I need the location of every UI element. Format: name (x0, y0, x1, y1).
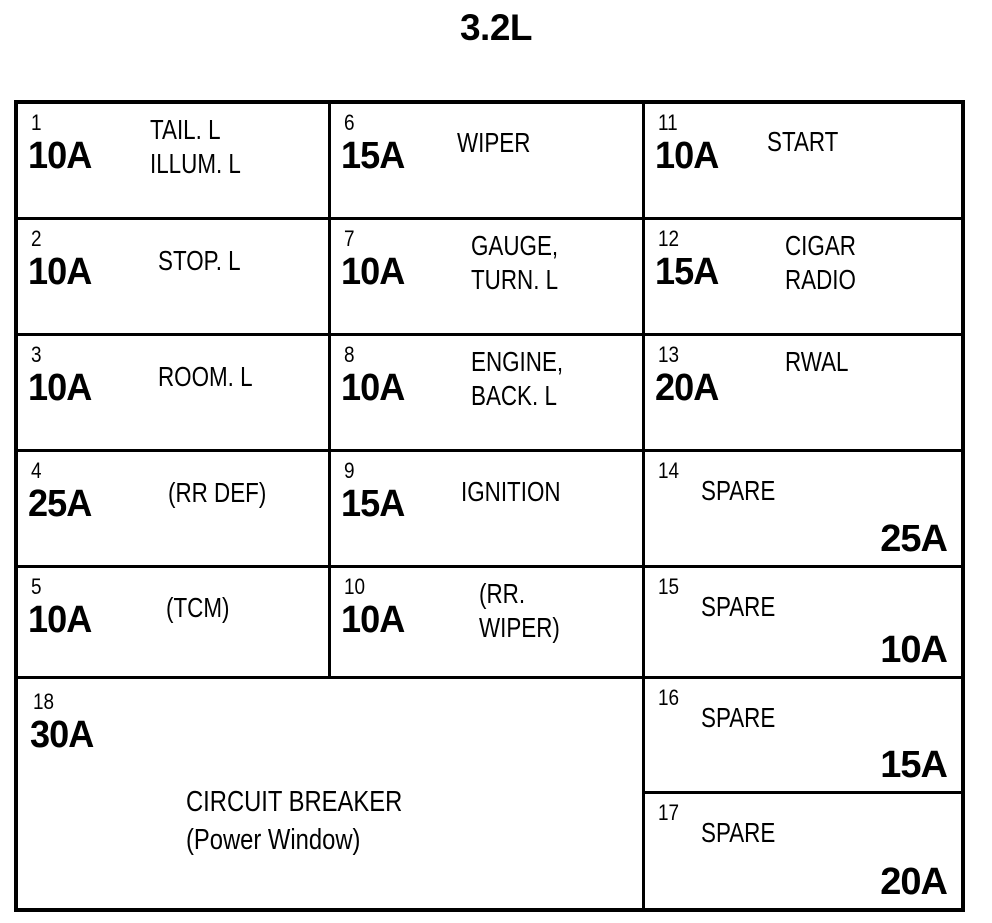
fuse-number: 18 (33, 689, 55, 714)
fuse-box-table: 1 10A TAIL. L ILLUM. L 2 10A STOP. L 3 1… (14, 100, 965, 912)
fuse-description: WIPER (457, 127, 531, 158)
fuse-number: 16 (658, 685, 680, 710)
fuse-description: STOP. L (158, 245, 241, 276)
fuse-number: 2 (31, 226, 42, 251)
fuse-number: 12 (658, 226, 680, 251)
fuse-number: 5 (31, 574, 42, 599)
fuse-number: 7 (344, 226, 355, 251)
circuit-breaker-title: CIRCUIT BREAKER (186, 786, 403, 818)
fuse-number: 14 (658, 458, 680, 483)
fuse-number: 8 (344, 342, 355, 367)
fuse-amperage: 15A (341, 483, 405, 525)
fuse-description: RWAL (785, 346, 849, 377)
fuse-amperage: 15A (880, 744, 948, 786)
fuse-description: (TCM) (166, 592, 230, 623)
fuse-amperage: 10A (28, 251, 92, 293)
fuse-cell-1[interactable]: 1 10A TAIL. L ILLUM. L (18, 104, 331, 220)
fuse-amperage: 10A (28, 367, 92, 409)
fuse-amperage: 25A (880, 518, 948, 560)
fuse-amperage: 10A (341, 367, 405, 409)
fuse-amperage: 25A (28, 483, 92, 525)
fuse-amperage: 20A (655, 367, 719, 409)
fuse-description: (RR DEF) (168, 477, 267, 508)
fuse-cell-12[interactable]: 12 15A CIGAR RADIO (645, 220, 961, 336)
fuse-cell-16[interactable]: 16 SPARE 15A (645, 679, 961, 794)
circuit-breaker-cell[interactable]: 18 30A CIRCUIT BREAKER (Power Window) (18, 679, 645, 908)
spare-label: SPARE (701, 702, 776, 733)
fuse-amperage: 10A (341, 599, 405, 641)
fuse-amperage: 20A (880, 861, 948, 903)
fuse-cell-9[interactable]: 9 15A IGNITION (331, 452, 645, 568)
fuse-number: 15 (658, 574, 680, 599)
fuse-amperage: 10A (655, 135, 719, 177)
spare-label: SPARE (701, 591, 776, 622)
fuse-cell-5[interactable]: 5 10A (TCM) (18, 568, 331, 679)
fuse-amperage: 30A (30, 714, 94, 756)
page-title: 3.2L (459, 7, 533, 48)
fuse-cell-3[interactable]: 3 10A ROOM. L (18, 336, 331, 452)
fuse-number: 3 (31, 342, 42, 367)
fuse-cell-13[interactable]: 13 20A RWAL (645, 336, 961, 452)
fuse-number: 10 (344, 574, 366, 599)
fuse-number: 13 (658, 342, 680, 367)
fuse-description: ENGINE, BACK. L (471, 346, 564, 411)
fuse-cell-2[interactable]: 2 10A STOP. L (18, 220, 331, 336)
fuse-number: 17 (658, 800, 680, 825)
fuse-cell-4[interactable]: 4 25A (RR DEF) (18, 452, 331, 568)
fuse-number: 4 (31, 458, 42, 483)
fuse-cell-8[interactable]: 8 10A ENGINE, BACK. L (331, 336, 645, 452)
fuse-amperage: 10A (28, 599, 92, 641)
fuse-cell-10[interactable]: 10 10A (RR. WIPER) (331, 568, 645, 679)
fuse-description: START (767, 126, 839, 157)
fuse-description: CIGAR RADIO (785, 230, 856, 295)
fuse-number: 1 (31, 110, 42, 135)
spare-label: SPARE (701, 817, 776, 848)
fuse-amperage: 10A (341, 251, 405, 293)
fuse-cell-7[interactable]: 7 10A GAUGE, TURN. L (331, 220, 645, 336)
fuse-description: (RR. WIPER) (479, 578, 560, 643)
fuse-amperage: 15A (341, 135, 405, 177)
fuse-description: IGNITION (461, 476, 561, 507)
fuse-amperage: 15A (655, 251, 719, 293)
fuse-number: 9 (344, 458, 355, 483)
spare-label: SPARE (701, 475, 776, 506)
fuse-description: TAIL. L ILLUM. L (150, 114, 241, 179)
fuse-cell-14[interactable]: 14 SPARE 25A (645, 452, 961, 568)
fuse-description: ROOM. L (158, 361, 253, 392)
fuse-number: 6 (344, 110, 355, 135)
fuse-amperage: 10A (880, 629, 948, 671)
circuit-breaker-subtitle: (Power Window) (186, 824, 361, 856)
fuse-cell-17[interactable]: 17 SPARE 20A (645, 794, 961, 908)
fuse-cell-11[interactable]: 11 10A START (645, 104, 961, 220)
fuse-cell-6[interactable]: 6 15A WIPER (331, 104, 645, 220)
fuse-description: GAUGE, TURN. L (471, 230, 559, 295)
fuse-number: 11 (658, 110, 678, 135)
fuse-amperage: 10A (28, 135, 92, 177)
fuse-cell-15[interactable]: 15 SPARE 10A (645, 568, 961, 679)
